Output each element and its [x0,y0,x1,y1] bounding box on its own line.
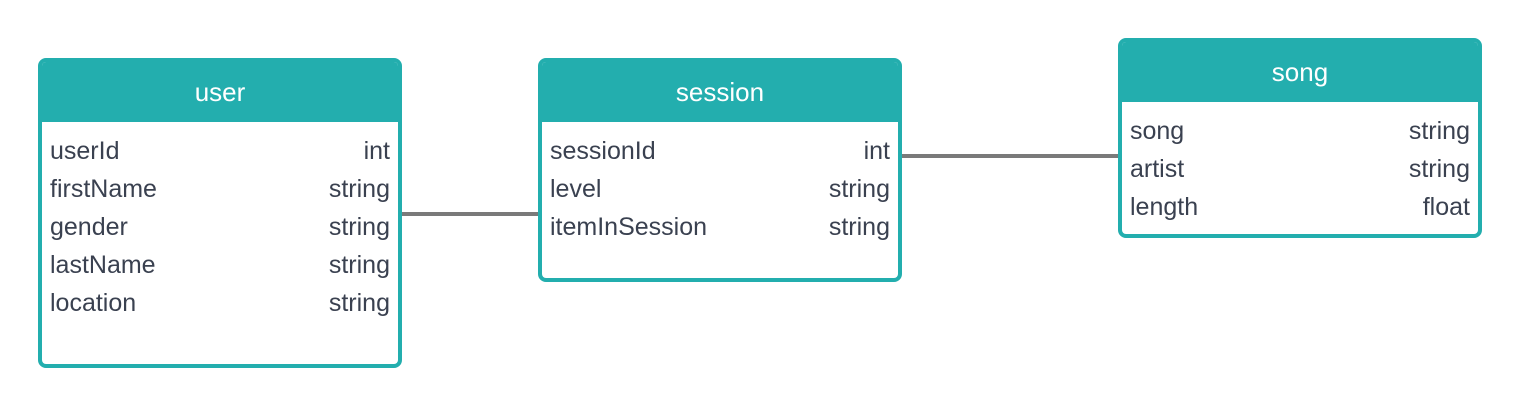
field-name: userId [50,137,120,165]
entity-song-title: song [1122,42,1478,102]
field-type: string [328,251,390,279]
entity-user[interactable]: user userId int firstName string gender … [38,58,402,368]
entity-session-title: session [542,62,898,122]
field-type: float [1422,193,1470,221]
field-type: string [828,175,890,203]
field-type: string [1408,155,1470,183]
field-type: string [1408,117,1470,145]
entity-song-fields: song string artist string length float [1122,102,1478,226]
field-name: level [550,175,602,203]
field-row: level string [550,170,890,208]
field-name: location [50,289,137,317]
field-name: length [1130,193,1199,221]
field-type: string [328,213,390,241]
field-type: string [828,213,890,241]
field-name: gender [50,213,128,241]
field-row: artist string [1130,150,1470,188]
field-row: itemInSession string [550,208,890,246]
field-type: int [363,137,390,165]
field-name: artist [1130,155,1185,183]
entity-session-fields: sessionId int level string itemInSession… [542,122,898,246]
field-type: string [328,289,390,317]
field-row: gender string [50,208,390,246]
field-row: userId int [50,132,390,170]
field-name: firstName [50,175,157,203]
field-row: song string [1130,112,1470,150]
entity-user-title: user [42,62,398,122]
entity-session[interactable]: session sessionId int level string itemI… [538,58,902,282]
field-name: itemInSession [550,213,708,241]
field-row: lastName string [50,246,390,284]
field-name: song [1130,117,1185,145]
field-row: firstName string [50,170,390,208]
field-row: location string [50,284,390,322]
field-type: string [328,175,390,203]
field-name: lastName [50,251,156,279]
field-name: sessionId [550,137,656,165]
entity-song[interactable]: song song string artist string length fl… [1118,38,1482,238]
field-type: int [863,137,890,165]
entity-user-fields: userId int firstName string gender strin… [42,122,398,322]
field-row: length float [1130,188,1470,226]
field-row: sessionId int [550,132,890,170]
